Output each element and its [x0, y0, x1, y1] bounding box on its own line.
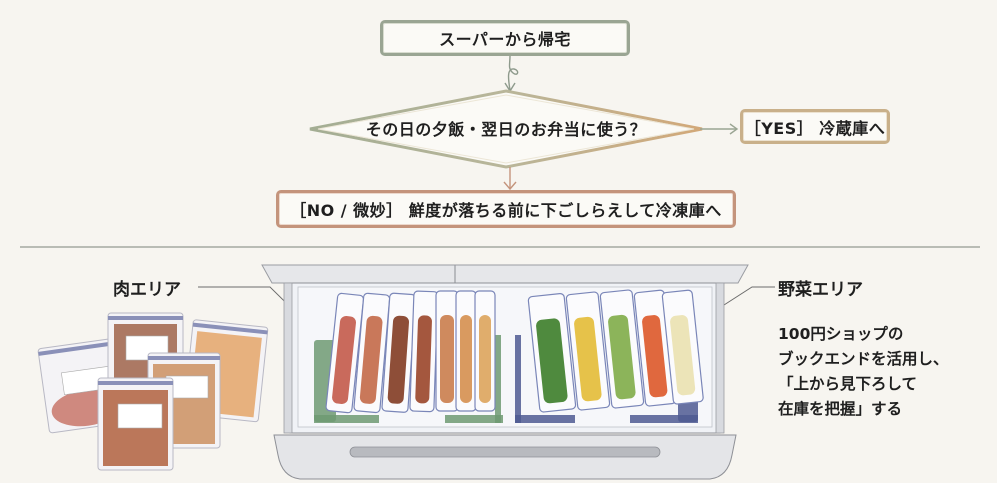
meat-area-label: 肉エリア — [113, 280, 181, 300]
connector-arrow-no — [503, 167, 517, 191]
decision-question: その日の夕飯・翌日のお弁当に使う？ — [365, 120, 647, 139]
flow-yes-label: ［YES］ 冷蔵庫へ — [744, 118, 886, 138]
decision-diamond — [309, 89, 703, 169]
tip-line: 在庫を把握」する — [778, 400, 903, 418]
tip-line: 100円ショップの — [778, 325, 904, 343]
flow-no-label: ［NO / 微妙］ 鮮度が落ちる前に下ごしらえして冷凍庫へ — [290, 201, 722, 220]
flow-no-box: ［NO / 微妙］ 鮮度が落ちる前に下ごしらえして冷凍庫へ — [276, 190, 736, 228]
tip-text: 100円ショップの ブックエンドを活用し、 「上から見下ろして 在庫を把握」する — [778, 322, 949, 422]
meat-bags — [325, 290, 496, 414]
section-divider — [20, 246, 980, 248]
tip-line: 「上から見下ろして — [778, 375, 918, 393]
freezer-drawer-illustration — [261, 264, 749, 480]
connector-arrow-yes — [700, 123, 739, 135]
flow-yes-box: ［YES］ 冷蔵庫へ — [740, 109, 890, 144]
flow-start-box: スーパーから帰宅 — [380, 20, 630, 56]
vegetable-bags — [527, 289, 704, 413]
tip-line: ブックエンドを活用し、 — [778, 350, 949, 368]
flow-start-label: スーパーから帰宅 — [439, 30, 571, 49]
frozen-meat-bags-illustration — [37, 312, 269, 471]
vegetable-area-label: 野菜エリア — [778, 280, 863, 300]
